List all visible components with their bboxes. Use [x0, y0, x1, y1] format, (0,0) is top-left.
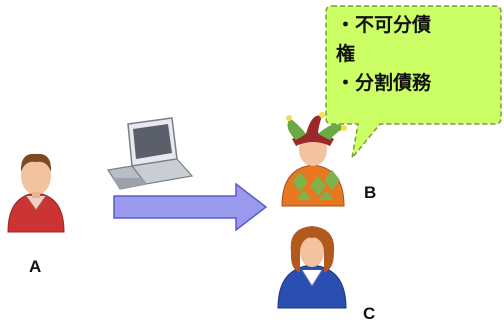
- person-c-label: C: [363, 304, 376, 323]
- person-a-icon: [7, 153, 65, 233]
- bubble-line-1: ・不可分債: [336, 14, 432, 36]
- bubble-line-3: ・分割債務: [336, 72, 432, 94]
- speech-bubble-shape: [325, 5, 502, 161]
- speech-bubble-text: ・不可分債 権 ・分割債務: [336, 11, 486, 98]
- person-b-label: B: [364, 183, 377, 202]
- transfer-arrow: [113, 182, 268, 232]
- person-c-icon: [277, 226, 347, 309]
- person-b-jester-icon: [281, 112, 347, 207]
- bubble-line-2: 権: [336, 43, 356, 65]
- person-a-label: A: [29, 257, 42, 276]
- laptop-icon: [107, 117, 194, 190]
